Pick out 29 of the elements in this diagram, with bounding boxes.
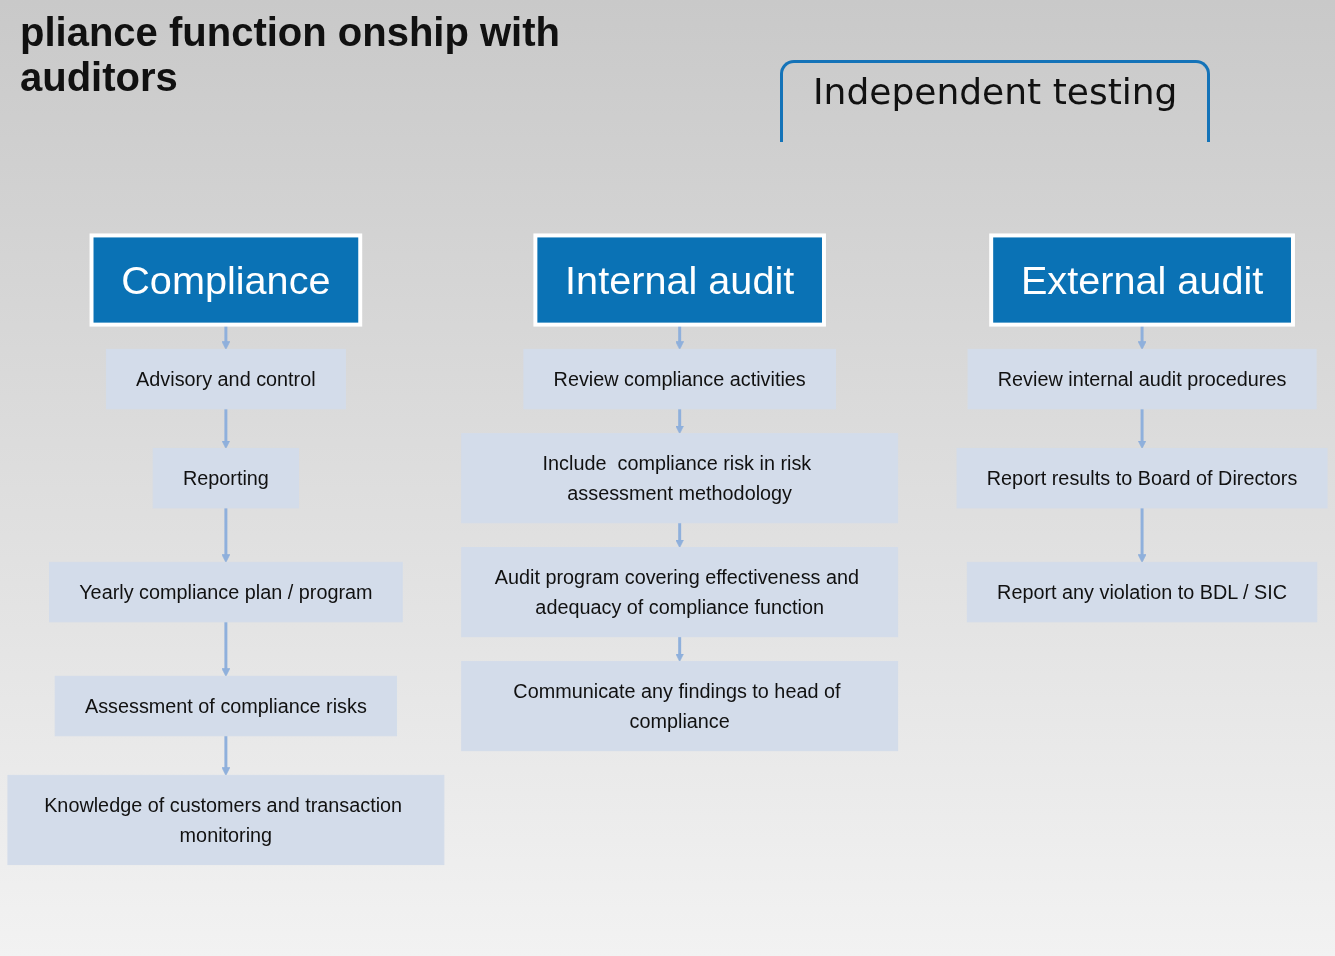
node-box: Assessment of compliance risks (54, 675, 398, 737)
arrow (221, 735, 231, 776)
arrow (221, 507, 231, 563)
arrow (1137, 507, 1147, 563)
arrow (1137, 408, 1147, 449)
arrow (675, 408, 685, 434)
node-box: External audit (989, 233, 1295, 327)
node-box: Report results to Board of Directors (956, 447, 1328, 509)
node-box: Review internal audit procedures (967, 348, 1317, 410)
arrow (1137, 324, 1147, 350)
arrow (221, 408, 231, 449)
node-box: Review compliance activities (523, 348, 836, 410)
node-box: Yearly compliance plan / program (49, 561, 403, 623)
arrow (675, 324, 685, 350)
node-box: Audit program covering effectiveness and adequacy of compliance function (461, 547, 899, 638)
node-box: Report any violation to BDL / SIC (966, 561, 1318, 623)
node-box: Compliance (89, 233, 363, 327)
node-box: Internal audit (533, 233, 826, 327)
node-box: Knowledge of customers and transaction monitoring (7, 774, 445, 866)
arrow (221, 621, 231, 677)
title: pliance function onship with auditors (20, 10, 561, 100)
node-box: Communicate any findings to head of compliance (461, 660, 899, 752)
node-box: Reporting (152, 447, 300, 509)
arrow (675, 636, 685, 662)
arrow (221, 324, 231, 350)
node-box: Include compliance risk in risk assessment methodology (461, 433, 899, 524)
node-box: Advisory and control (105, 348, 346, 410)
bracket-label: Independent testing (780, 60, 1211, 142)
arrow (675, 522, 685, 548)
